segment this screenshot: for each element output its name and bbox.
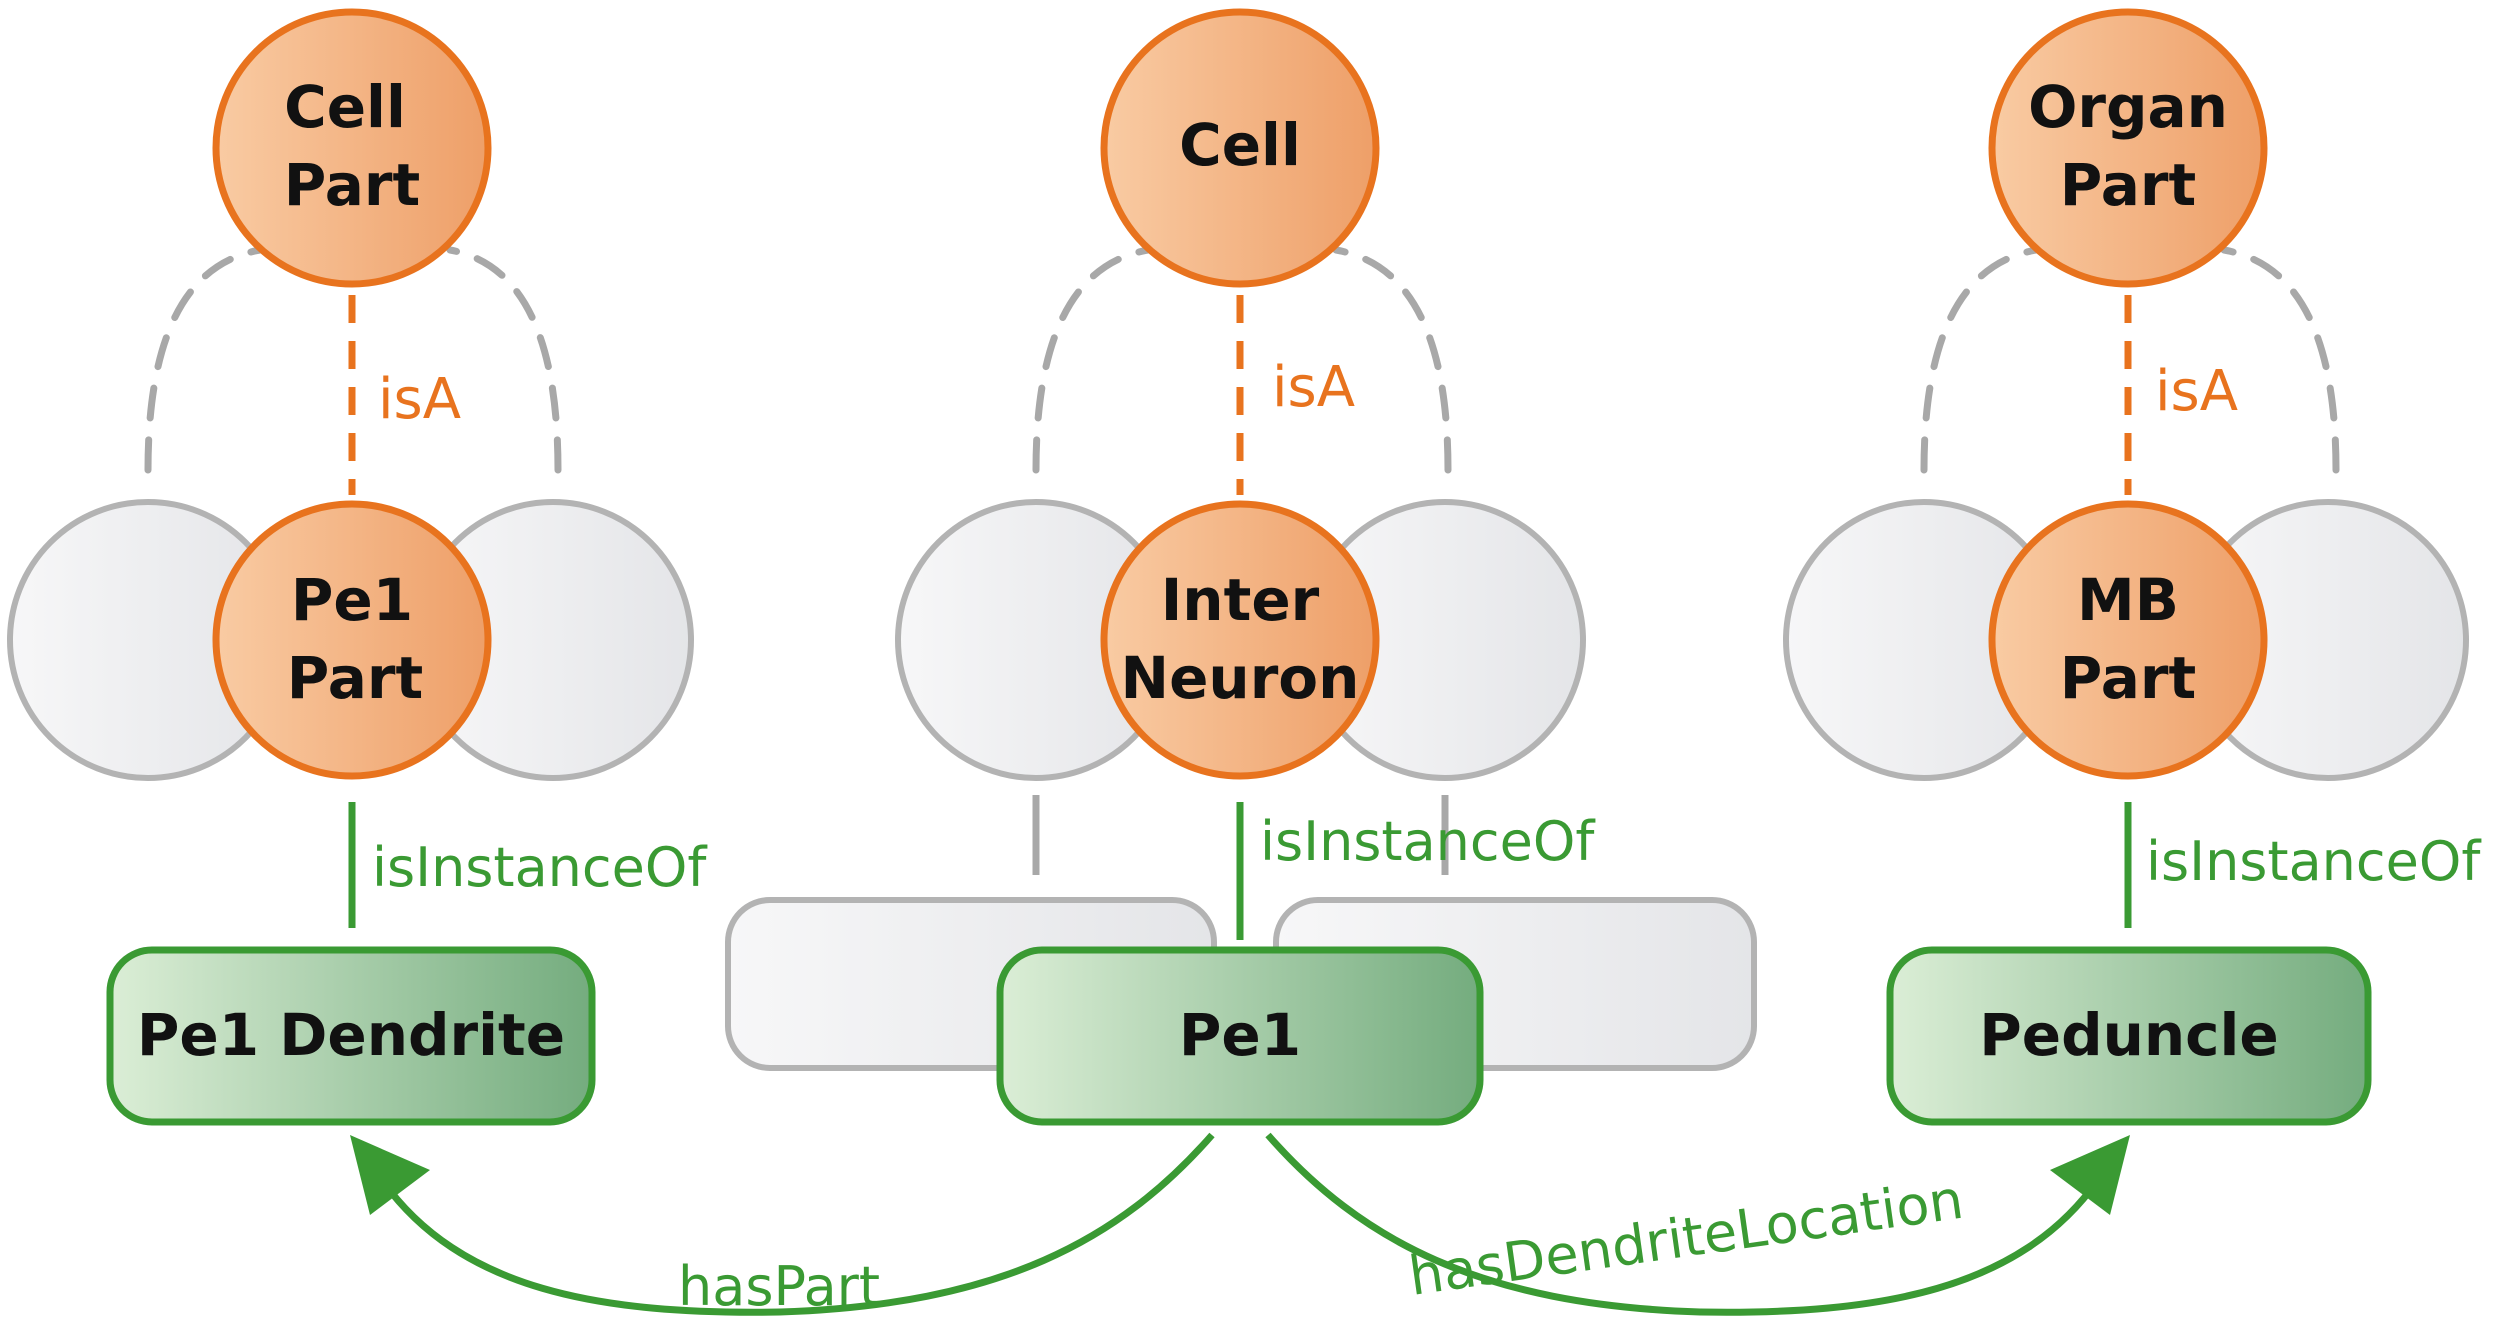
class-label-line1: MB: [2077, 566, 2179, 634]
instance-node-pe1: Pe1: [996, 946, 1484, 1126]
instance-box: [1886, 946, 2372, 1126]
has-part-label: hasPart: [678, 1255, 880, 1318]
isa-label-right: isA: [2155, 359, 2238, 424]
instance-node-pe1-dendrite: Pe1 Dendrite: [106, 946, 596, 1126]
ghost-isa-arc: [1032, 246, 1152, 474]
class-node-inter-neuron: Inter Neuron: [1100, 500, 1380, 780]
instance-box: [106, 946, 596, 1126]
class-label-line1: Pe1: [291, 566, 413, 634]
class-label-line1: Cell: [1179, 111, 1301, 179]
instance-label-right: isInstanceOf: [2146, 830, 2482, 893]
arrowhead-icon: [350, 1135, 430, 1215]
class-label-line1: Cell: [284, 73, 406, 141]
isa-label-left: isA: [378, 367, 461, 432]
instance-edges: [348, 802, 2132, 940]
class-circle: [1100, 8, 1380, 288]
isa-edges: [348, 295, 2132, 495]
class-node-mb-part: MB Part: [1988, 500, 2268, 780]
class-node-cell-part: Cell Part: [212, 8, 492, 288]
has-part-curve: [379, 1132, 1215, 1316]
class-node-cell: Cell: [1100, 8, 1380, 288]
has-dendrite-location-curve: [1265, 1132, 2101, 1316]
has-dendrite-location-arrow: [1265, 1132, 2130, 1316]
instance-label: Peduncle: [1979, 1001, 2279, 1069]
class-label-line1: Organ: [2028, 73, 2228, 141]
class-label-line2: Neuron: [1121, 644, 1360, 712]
instance-label: Pe1: [1179, 1001, 1301, 1069]
instance-node-peduncle: Peduncle: [1886, 946, 2372, 1126]
class-circle: [1988, 8, 2268, 288]
class-label-line1: Inter: [1161, 566, 1320, 634]
class-circle: [1100, 500, 1380, 780]
class-circle: [212, 8, 492, 288]
has-part-arrow: [350, 1132, 1215, 1316]
instance-label: Pe1 Dendrite: [137, 1001, 565, 1069]
class-circle: [1988, 500, 2268, 780]
has-dendrite-location-label: hasDendriteLocation: [1405, 1168, 1967, 1308]
ghost-dashed-arcs: [144, 246, 2340, 474]
ghost-isa-arc: [144, 246, 264, 474]
class-circle: [212, 500, 492, 780]
isa-label-middle: isA: [1272, 355, 1355, 420]
ghost-instance-connectors: [1032, 795, 1449, 875]
class-label-line2: Part: [2060, 644, 2196, 712]
class-label-line2: Part: [284, 151, 420, 219]
class-node-pe1-part: Pe1 Part: [212, 500, 492, 780]
class-label-line2: Part: [2060, 151, 2196, 219]
instance-box: [996, 946, 1484, 1126]
ghost-isa-arc: [1920, 246, 2040, 474]
ghost-isa-arc: [1332, 246, 1452, 474]
arrowhead-icon: [2050, 1135, 2130, 1215]
ghost-isa-arc: [446, 246, 562, 474]
instance-label-left: isInstanceOf: [372, 836, 708, 899]
class-label-line2: Part: [287, 644, 423, 712]
instance-label-middle: isInstanceOf: [1260, 810, 1596, 873]
ghost-isa-arc: [2220, 246, 2340, 474]
class-node-organ-part: Organ Part: [1988, 8, 2268, 288]
